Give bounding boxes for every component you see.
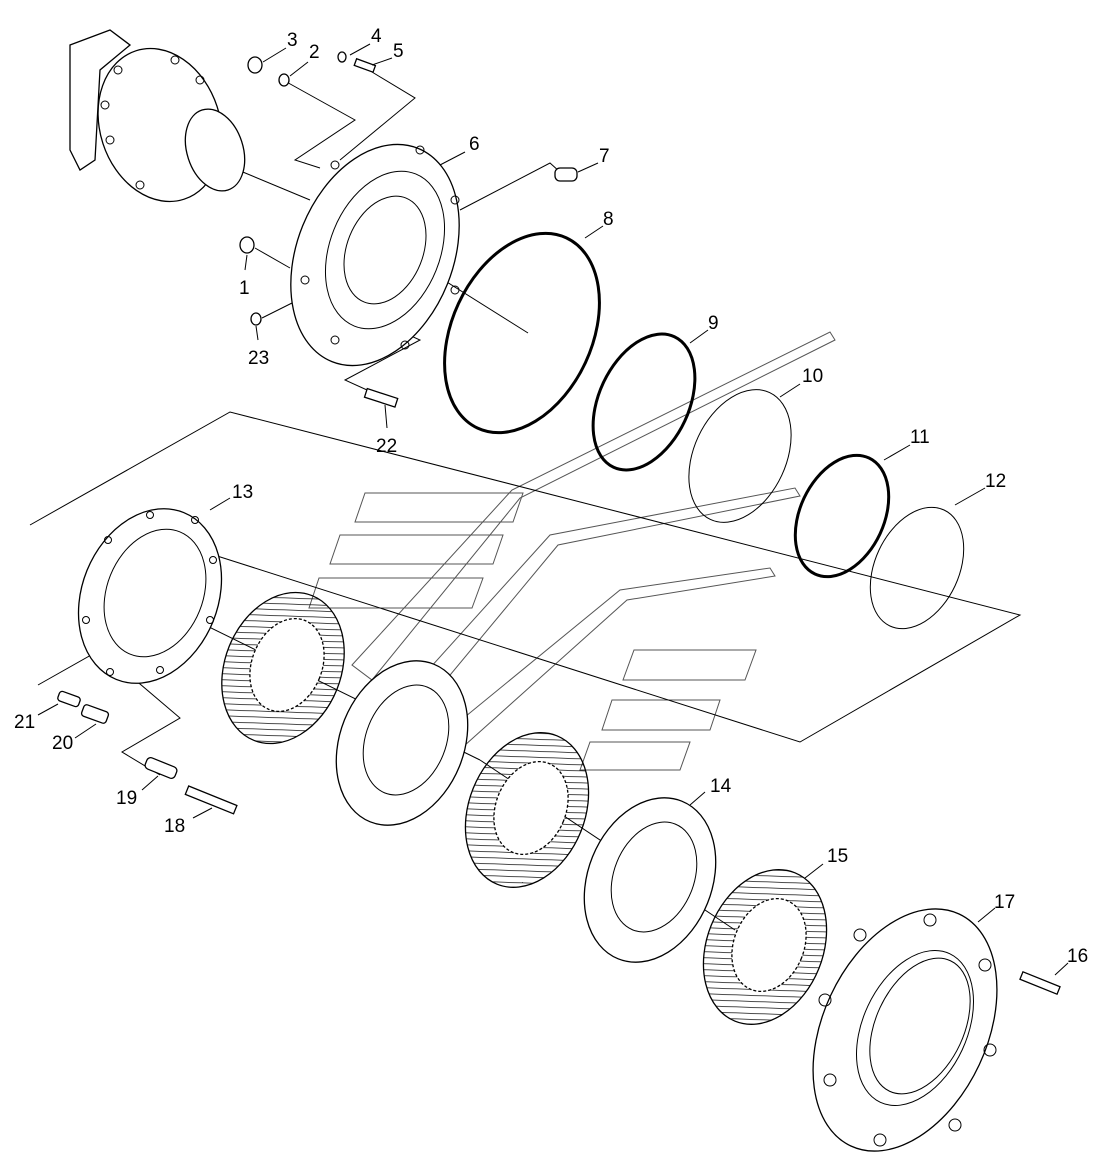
callout-leaders (37, 43, 1069, 976)
callout-10: 10 (802, 366, 823, 387)
bolts (57, 690, 1061, 996)
callout-4: 4 (371, 26, 382, 47)
callout-12: 12 (985, 471, 1006, 492)
callout-labels: 1 2 3 4 5 6 7 8 9 10 11 12 13 14 15 16 1… (14, 26, 1088, 967)
callout-7: 7 (599, 146, 610, 167)
part-11-seal-ring (793, 453, 891, 579)
callout-16: 16 (1067, 946, 1088, 967)
callout-21: 21 (14, 712, 35, 733)
part-9-seal-ring (591, 332, 697, 472)
callout-13: 13 (232, 482, 253, 503)
callout-20: 20 (52, 733, 73, 754)
part-15-friction-disc (702, 869, 828, 1025)
small-fittings (239, 51, 578, 408)
part-6-brake-housing (290, 143, 460, 367)
steel-disc-1 (335, 660, 469, 826)
callout-15: 15 (827, 846, 848, 867)
callout-11: 11 (910, 427, 930, 448)
part-8-seal-ring (443, 231, 601, 435)
part-12-thin-ring (869, 506, 965, 630)
callout-2: 2 (309, 42, 320, 63)
callout-22: 22 (376, 436, 397, 457)
hub-flange-assembly (69, 29, 246, 203)
callout-5: 5 (393, 41, 404, 62)
callout-19: 19 (116, 788, 137, 809)
part-10-thin-ring (688, 389, 792, 523)
friction-disc-2 (464, 732, 590, 888)
part-13-pressure-plate (77, 508, 223, 684)
callout-3: 3 (287, 30, 298, 51)
part-14-steel-disc (583, 797, 717, 963)
callout-9: 9 (708, 313, 719, 334)
callout-6: 6 (469, 134, 480, 155)
callout-18: 18 (164, 816, 185, 837)
callout-17: 17 (994, 892, 1015, 913)
callout-14: 14 (710, 776, 732, 797)
callout-8: 8 (603, 209, 614, 230)
part-17-end-plate (812, 908, 998, 1152)
friction-disc-1 (221, 591, 345, 745)
callout-1: 1 (239, 278, 250, 299)
callout-23: 23 (248, 348, 269, 369)
